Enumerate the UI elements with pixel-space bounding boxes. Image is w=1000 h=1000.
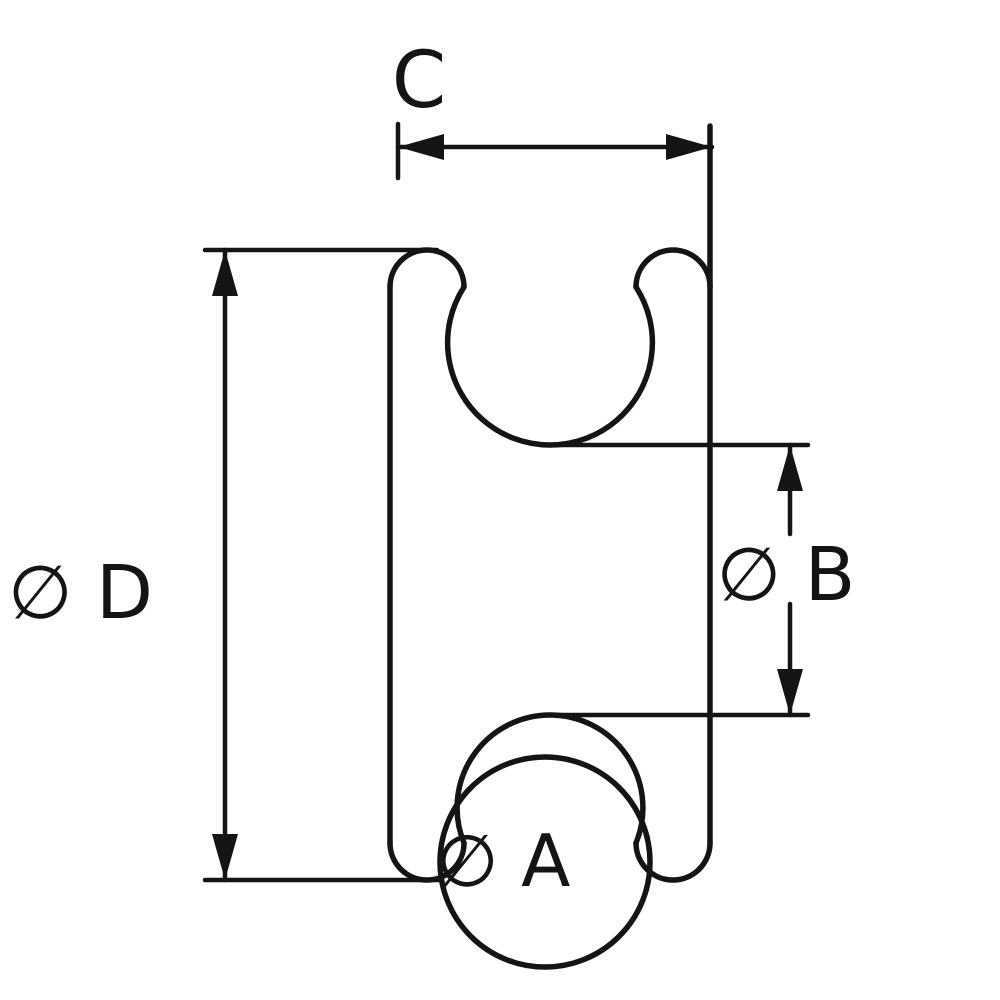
ring-top-groove-arc: [444, 284, 656, 448]
dimension-a: ∅ A: [436, 819, 571, 903]
dim-a-label: ∅ A: [436, 819, 571, 903]
ring-top-right-lobe: [633, 247, 713, 290]
dim-b-arrowhead-bottom-icon: [777, 669, 803, 715]
dim-b-label: ∅ B: [717, 532, 856, 618]
dim-c-label: C: [392, 36, 446, 126]
dim-b-arrowhead-top-icon: [777, 445, 803, 491]
dim-c-arrowhead-left-icon: [398, 134, 444, 160]
ring-bottom-right-lobe: [633, 840, 713, 883]
dim-d-arrowhead-bottom-icon: [212, 834, 238, 880]
dim-d-arrowhead-top-icon: [212, 250, 238, 296]
dimension-c: C: [392, 36, 715, 181]
dimension-b: ∅ B: [553, 442, 856, 718]
dim-d-label: ∅ D: [8, 550, 153, 636]
bore-circle: [437, 754, 653, 970]
ring-bottom-arch-arc: [454, 712, 646, 846]
dimension-d: ∅ D: [8, 247, 444, 883]
ring-top-left-lobe: [387, 247, 467, 290]
dim-c-arrowhead-right-icon: [666, 134, 712, 160]
